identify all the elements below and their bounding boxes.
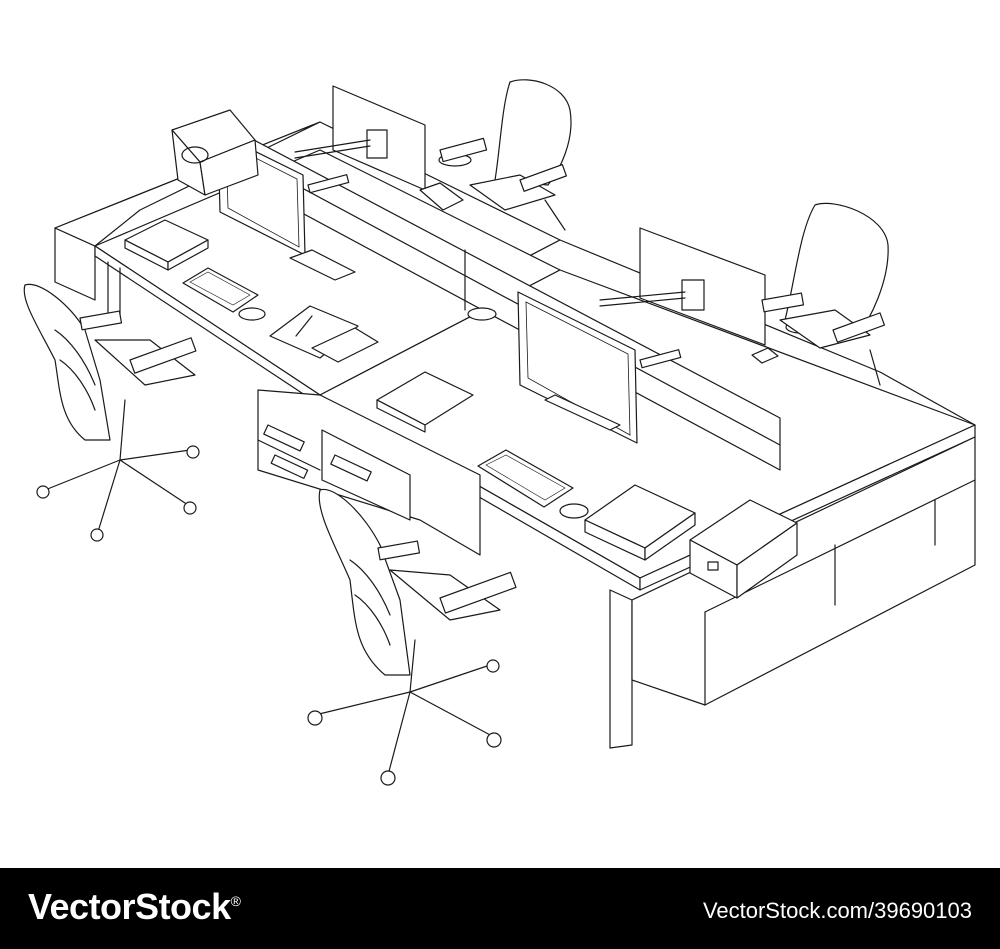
storage-case: [689, 499, 798, 599]
front-desk: [94, 149, 976, 749]
binder: [376, 371, 474, 433]
document-box: [584, 484, 696, 561]
keyboard-back-left: [419, 182, 464, 211]
brand-text: VectorStock: [28, 886, 231, 927]
monitor-back-right: [599, 227, 766, 346]
image-id-text: VectorStock.com/39690103: [702, 898, 972, 923]
chair-front-left: [23, 283, 200, 542]
notepad-and-pen: [269, 305, 379, 363]
registered-mark: ®: [230, 893, 241, 909]
keyboard-back-right: [751, 347, 779, 364]
chair-front-center: [307, 488, 517, 786]
keyboard-right: [477, 449, 589, 519]
monitor-front-right: [517, 291, 682, 444]
book-stack: [124, 219, 209, 271]
watermark-footer: VectorStock® VectorStock.com/39690103: [0, 868, 1000, 949]
briefcase: [171, 109, 259, 196]
keyboard-left: [182, 267, 266, 321]
chair-back-right: [761, 202, 889, 386]
brand-logo: VectorStock®: [28, 886, 241, 928]
drawer-pedestal: [257, 389, 481, 556]
chair-back-left: [439, 79, 572, 231]
workstation-illustration: [23, 79, 976, 786]
